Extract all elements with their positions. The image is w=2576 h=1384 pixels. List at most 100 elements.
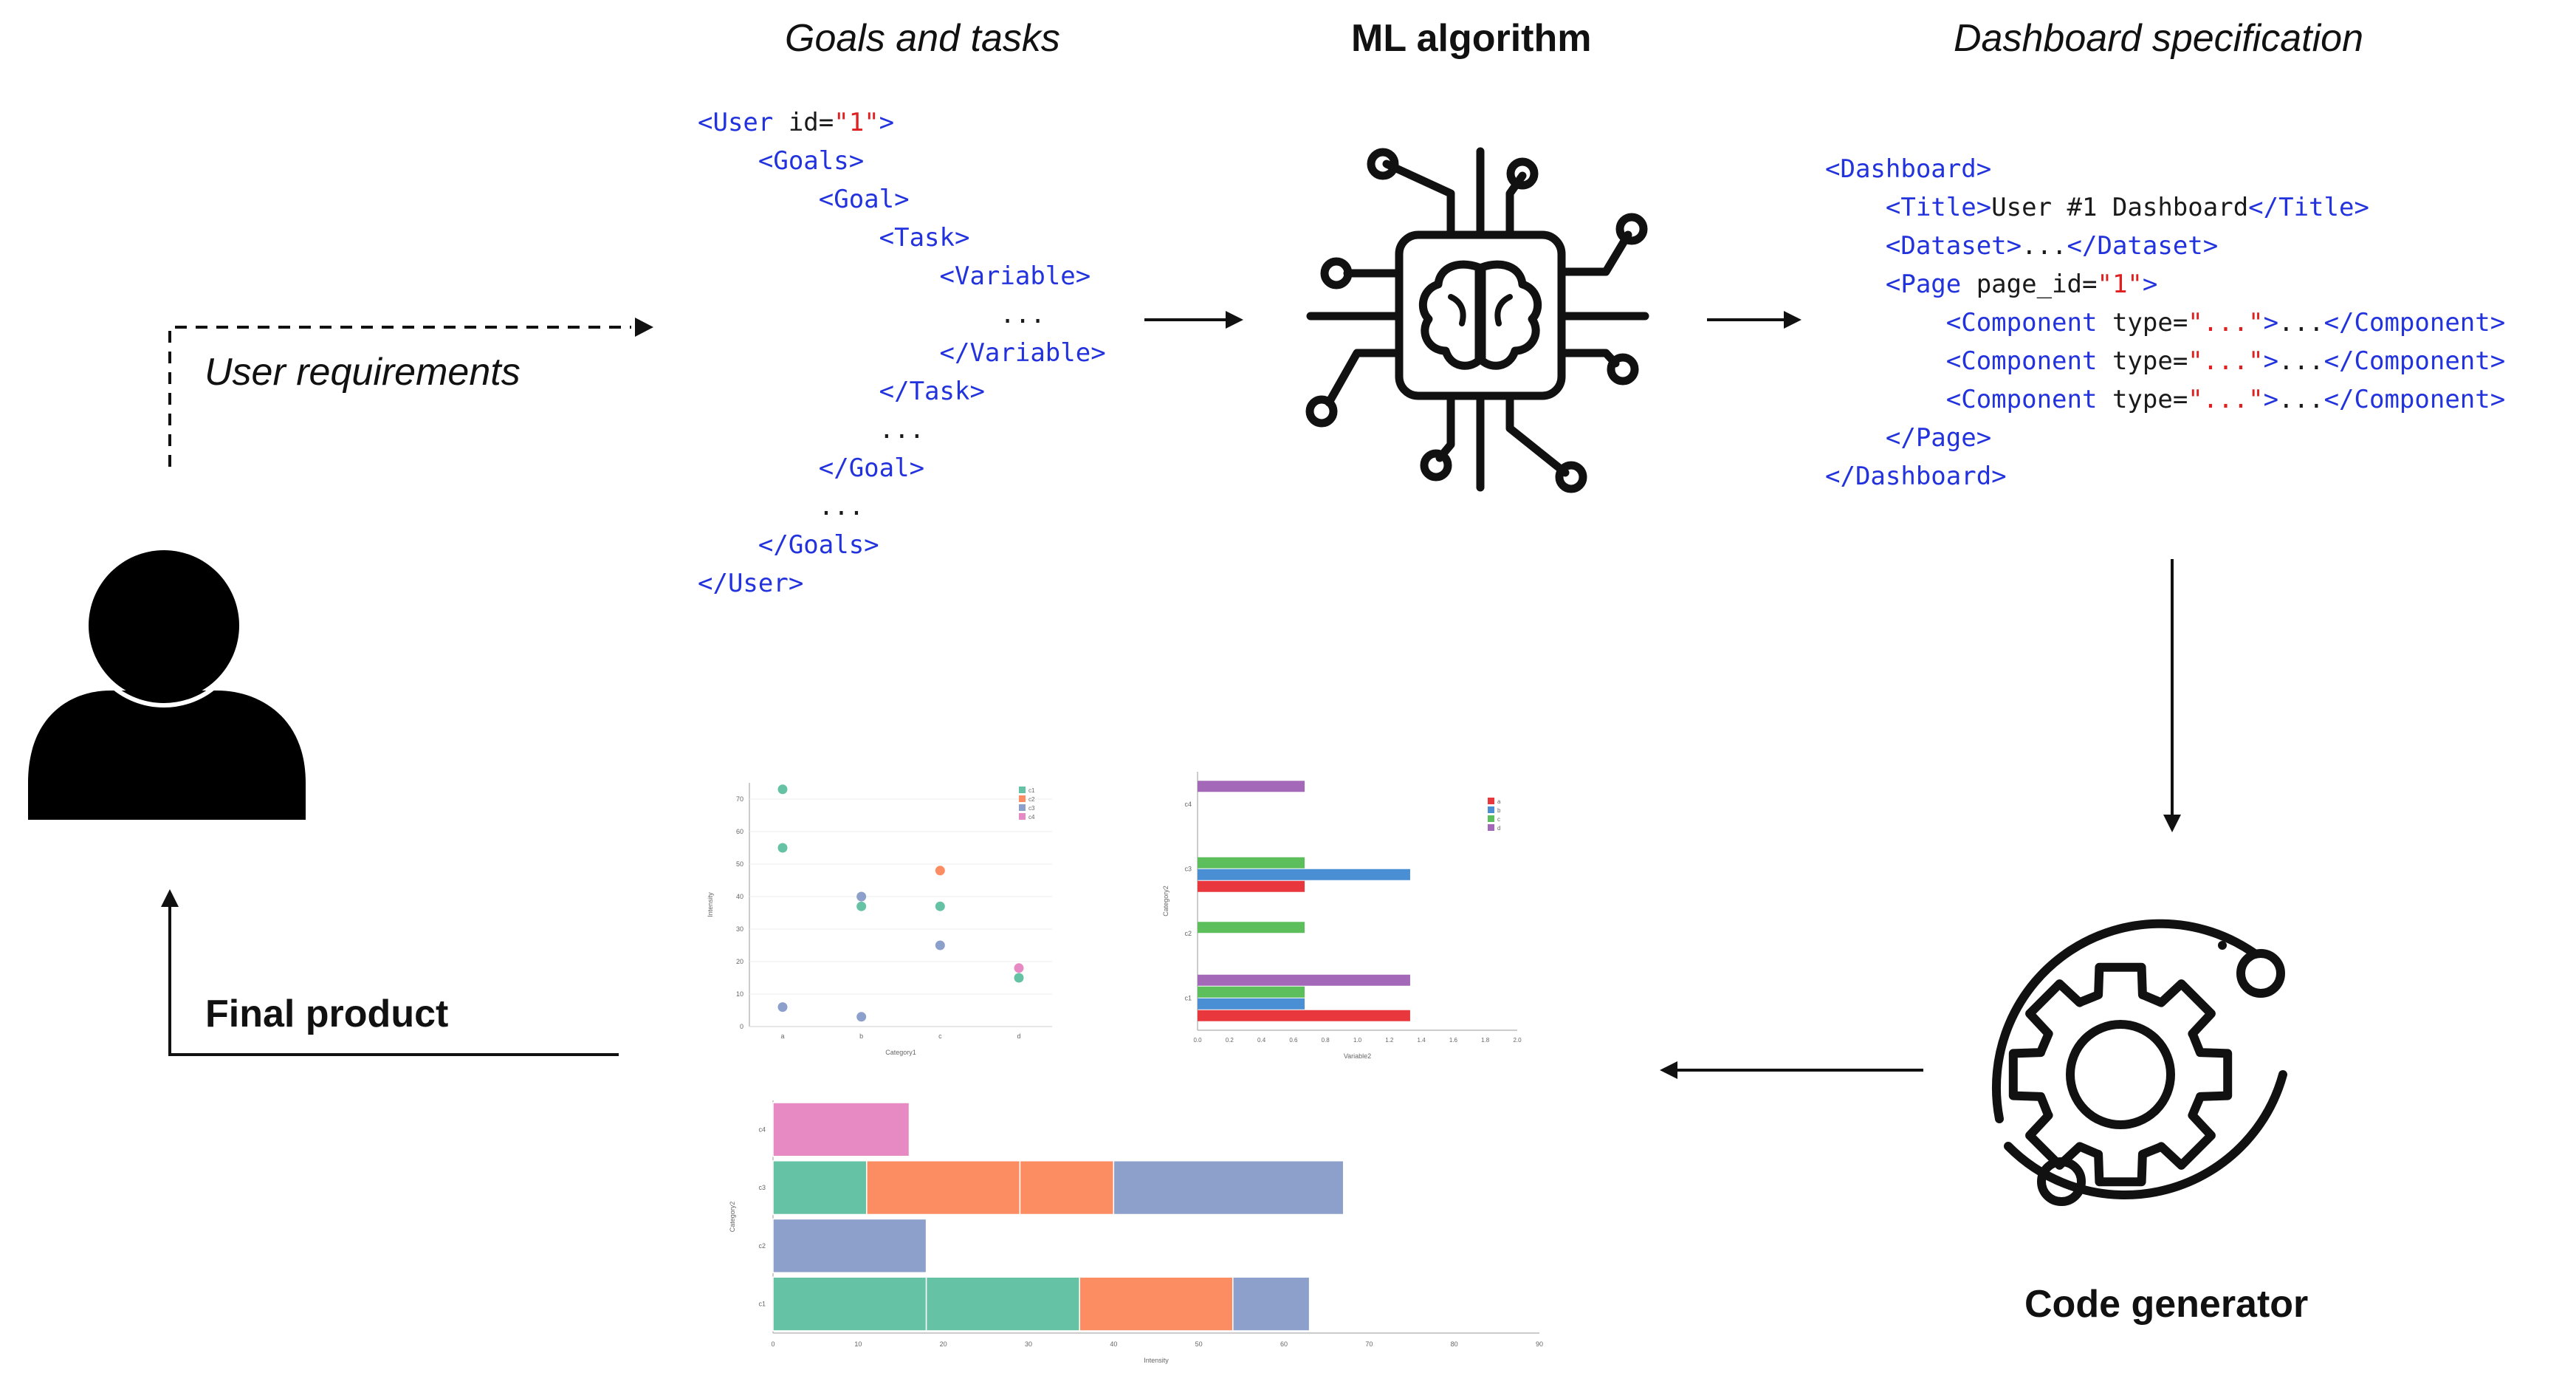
code-line: </Page> [1825,419,2505,457]
bar [1198,998,1305,1010]
code-token: <Goal> [698,185,910,214]
x-tick-label: 0.4 [1257,1037,1266,1044]
scatter-point [777,1002,788,1013]
x-tick-label: 60 [1280,1340,1288,1348]
code-token: </Dataset> [2067,231,2219,261]
x-tick-label: 40 [1110,1340,1117,1348]
code-line: <Component type="...">...</Component> [1825,304,2505,342]
code-line: <Dataset>...</Dataset> [1825,227,2505,265]
code-token: "..." [2188,385,2264,414]
code-token: <Variable> [698,261,1091,291]
scatter-point [777,843,788,853]
code-line: ... [698,487,1106,526]
code-token: type= [2112,346,2188,376]
code-token: <Page [1825,270,1976,299]
code-token: <Component [1825,308,2112,338]
code-token: <Goals> [698,146,865,176]
y-tick-label: c4 [758,1126,766,1133]
code-token: ... [2022,231,2067,261]
scatter-point [777,784,788,795]
code-token: ... [698,492,865,521]
code-token: ... [2278,385,2324,414]
code-token: ... [698,300,1045,329]
scatter-point [1014,963,1024,973]
code-token: </Variable> [698,338,1106,368]
code-token: "..." [2188,308,2264,338]
code-generator-gear-icon [1992,919,2287,1206]
code-token: id= [788,108,834,137]
y-tick-label: 50 [736,860,743,868]
y-tick-label: 20 [736,958,743,965]
ml-chip-brain-icon [1305,147,1649,493]
code-token: ... [698,415,925,445]
code-line: </Variable> [698,334,1106,372]
user-requirements-label: User requirements [205,351,521,394]
code-line: </Dashboard> [1825,457,2505,496]
bar [1198,974,1410,986]
legend-label: b [1497,807,1501,814]
code-line: </Task> [698,372,1106,411]
code-token: </Goals> [698,530,879,560]
scatter-point [935,901,945,911]
code-token: type= [2112,308,2188,338]
y-axis-label: Category2 [1162,885,1169,917]
x-axis-label: Variable2 [1344,1052,1371,1060]
code-line: <Goals> [698,142,1106,180]
y-tick-label: c2 [1184,930,1192,937]
x-tick-label: 10 [854,1340,862,1348]
stacked-segment [1113,1160,1344,1216]
y-tick-label: 70 [736,795,743,803]
code-token: <Component [1825,385,2112,414]
code-token: > [2263,385,2279,414]
final-product-label: Final product [205,993,449,1035]
ml-title: ML algorithm [1351,17,1592,60]
code-line: </Goal> [698,449,1106,487]
legend-label: c3 [1028,805,1035,812]
stacked-segment [772,1102,910,1157]
code-token: "1" [2097,270,2143,299]
x-tick-label: 0.0 [1193,1037,1202,1044]
code-token: </Component> [2323,385,2506,414]
scatter-point [1014,973,1024,983]
final-product-arrowhead [161,889,179,907]
x-tick-label: 0.8 [1322,1037,1330,1044]
bar [1198,880,1305,892]
user-requirements-arrow [168,326,631,467]
final-product-arrow [168,905,619,1056]
scatter-point [856,901,867,911]
bar [1198,1010,1410,1021]
x-tick-label: 1.6 [1449,1037,1458,1044]
arrow-generator-to-product-head [1660,1061,1677,1079]
user-icon [28,544,306,820]
y-tick-label: c3 [758,1184,766,1191]
arrow-goals-to-ml-head [1226,311,1243,329]
code-token: "1" [834,108,879,137]
bar [1198,781,1305,792]
code-token: </Component> [2323,308,2506,338]
code-token: ... [2278,346,2324,376]
legend-swatch [1488,798,1494,804]
dashboard-title: Dashboard specification [1954,17,2363,60]
stacked-segment [772,1218,927,1273]
scatter-point [856,1012,867,1022]
x-tick-label: 20 [940,1340,947,1348]
x-tick-label: 70 [1365,1340,1373,1348]
legend-label: c4 [1028,814,1035,821]
code-line: ... [698,411,1106,449]
code-token: ... [2278,308,2324,338]
y-tick-label: 30 [736,925,743,933]
code-generator-label: Code generator [2024,1283,2309,1326]
scatter-point [935,866,945,876]
code-line: <Component type="...">...</Component> [1825,342,2505,380]
arrow-dashboard-to-generator-head [2163,815,2181,832]
code-token: <User [698,108,789,137]
x-tick-label: c [938,1032,942,1040]
code-token: </User> [698,569,804,598]
user-requirements-arrowhead [635,318,653,337]
scatter-point [856,891,867,902]
code-token: </Title> [2248,193,2369,222]
code-line: <Page page_id="1"> [1825,265,2505,304]
